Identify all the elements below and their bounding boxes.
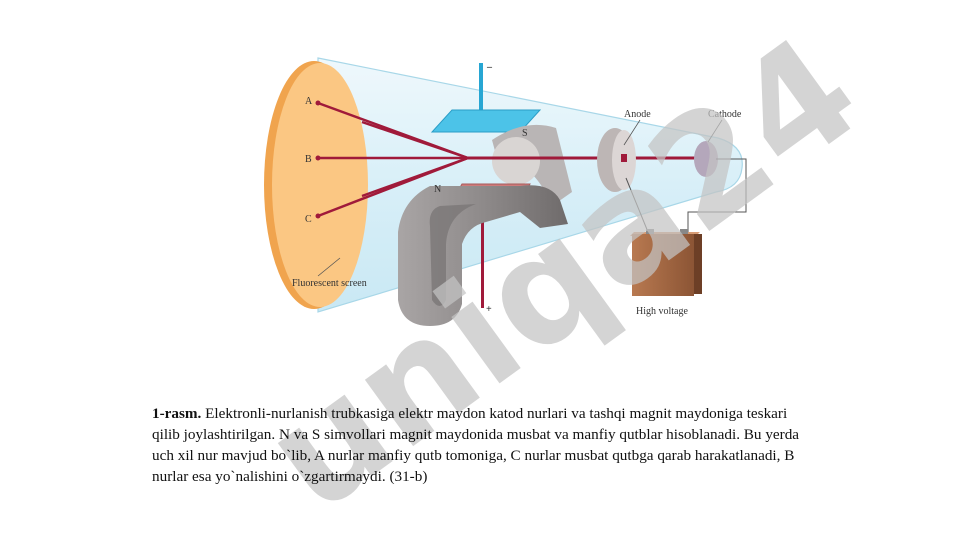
screen-label: Fluorescent screen bbox=[292, 278, 367, 289]
pole-s-label: S bbox=[522, 128, 528, 139]
beam-a-label: A bbox=[305, 96, 313, 107]
battery-box bbox=[632, 234, 694, 296]
cathode-disk bbox=[694, 141, 718, 177]
beam-c-lower bbox=[361, 156, 469, 198]
leader-screen bbox=[317, 257, 341, 277]
battery-side bbox=[694, 234, 702, 294]
caption-text: Elektronli-nurlanish trubkasiga elektr m… bbox=[152, 405, 800, 485]
cathode-label: Cathode bbox=[708, 109, 742, 120]
magnet-s-face bbox=[492, 137, 540, 185]
plate-top-rod bbox=[479, 63, 483, 123]
leader-cathode bbox=[707, 119, 723, 143]
beam-a-dot bbox=[315, 100, 321, 106]
battery-terminal-plus bbox=[680, 229, 688, 234]
caption-lead: 1-rasm. bbox=[152, 405, 202, 422]
beam-c-dot bbox=[315, 213, 321, 219]
wire-anode bbox=[625, 177, 649, 233]
anode-hole bbox=[621, 154, 627, 162]
high-voltage-label: High voltage bbox=[636, 306, 688, 317]
fluorescent-screen bbox=[272, 63, 368, 307]
beam-a-upper bbox=[361, 120, 469, 160]
beam-c-label: C bbox=[305, 214, 312, 225]
beam-b-dot bbox=[315, 155, 321, 161]
plate-bottom-rod bbox=[481, 208, 484, 308]
pole-n-label: N bbox=[434, 184, 441, 195]
anode-label: Anode bbox=[624, 109, 651, 120]
leader-anode bbox=[623, 119, 641, 146]
magnet-n-inner bbox=[429, 204, 476, 306]
plus-label: + bbox=[486, 304, 492, 315]
figure-caption: 1-rasm. Elektronli-nurlanish trubkasiga … bbox=[152, 403, 812, 487]
battery-terminal-minus bbox=[646, 229, 654, 234]
beam-b-label: B bbox=[305, 154, 312, 165]
minus-label: – bbox=[486, 62, 493, 73]
wire-cathode bbox=[687, 158, 747, 232]
